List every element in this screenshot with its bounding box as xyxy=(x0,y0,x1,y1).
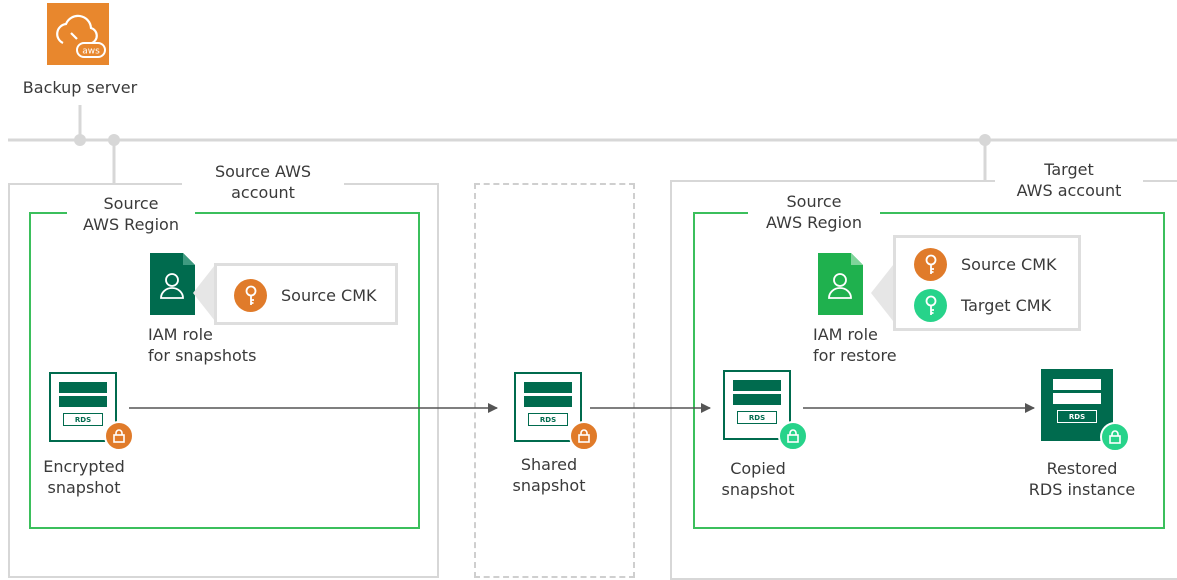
iam-role-snapshots-icon xyxy=(150,253,195,315)
cmk-item-source: Source CMK xyxy=(914,248,1078,281)
network-node-dot xyxy=(979,134,991,146)
lock-icon xyxy=(778,421,808,451)
restored-rds-instance-label: Restored RDS instance xyxy=(1028,459,1136,499)
source-region-box xyxy=(29,212,420,529)
rds-tag: RDS xyxy=(1057,410,1097,423)
cmk-item-source: Source CMK xyxy=(234,279,395,312)
iam-role-restore-icon xyxy=(818,253,863,315)
iam-role-restore-label: IAM role for restore xyxy=(813,325,897,365)
lock-icon xyxy=(1100,422,1130,452)
encrypted-snapshot-icon: RDS xyxy=(49,372,117,442)
key-icon xyxy=(914,248,947,281)
network-node-dot xyxy=(74,134,86,146)
cloud-icon: aws xyxy=(56,14,106,58)
backup-server-label: Backup server xyxy=(22,78,138,97)
document-user-icon xyxy=(150,253,195,315)
encrypted-snapshot-label: Encrypted snapshot xyxy=(43,457,125,497)
cmk-item-target: Target CMK xyxy=(914,289,1078,322)
document-user-icon xyxy=(818,253,863,315)
iam-role-snapshots-label: IAM role for snapshots xyxy=(148,325,257,365)
rds-tag: RDS xyxy=(63,413,103,426)
key-icon xyxy=(914,289,947,322)
network-lines xyxy=(8,105,1177,185)
cmk-label: Source CMK xyxy=(281,286,377,305)
rds-tag: RDS xyxy=(528,413,568,426)
cmk-label: Source CMK xyxy=(961,255,1057,274)
shared-snapshot-label: Shared snapshot xyxy=(512,455,586,495)
cmk-label: Target CMK xyxy=(961,296,1052,315)
target-cmk-panel: Source CMK Target CMK xyxy=(893,235,1081,331)
target-region-box xyxy=(693,212,1165,529)
lock-icon xyxy=(569,421,599,451)
target-region-title: Source AWS Region xyxy=(748,191,880,233)
shared-snapshot-icon: RDS xyxy=(514,372,582,442)
key-icon xyxy=(234,279,267,312)
source-cmk-panel: Source CMK xyxy=(214,263,398,325)
cmk-pointer xyxy=(871,265,893,321)
source-account-title: Source AWS account xyxy=(182,161,344,203)
network-node-dot xyxy=(108,134,120,146)
source-region-title: Source AWS Region xyxy=(67,193,195,235)
cmk-pointer xyxy=(193,265,215,321)
lock-icon xyxy=(104,421,134,451)
copied-snapshot-icon: RDS xyxy=(723,370,791,440)
backup-server-icon: aws xyxy=(47,3,109,65)
copied-snapshot-label: Copied snapshot xyxy=(721,459,795,499)
aws-icon-text: aws xyxy=(82,47,100,57)
rds-tag: RDS xyxy=(737,411,777,424)
target-account-title: Target AWS account xyxy=(995,159,1143,201)
